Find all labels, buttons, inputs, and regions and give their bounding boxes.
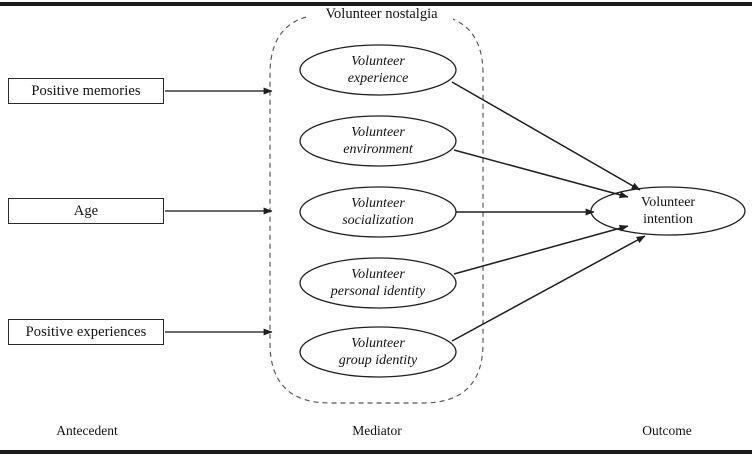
- antecedent-age[interactable]: Age: [8, 198, 164, 224]
- arrow-environment-to-intention: [453, 149, 629, 199]
- ellipse-volunteer-experience: [299, 44, 457, 96]
- arrow-personal-identity-to-intention: [453, 224, 629, 275]
- antecedent-positive-memories[interactable]: Positive memories: [8, 78, 164, 104]
- ellipse-volunteer-intention: [590, 186, 746, 236]
- column-caption-mediator: Mediator: [352, 423, 402, 438]
- antecedent-positive-experiences[interactable]: Positive experiences: [8, 319, 164, 345]
- arrow-experience-to-intention: [451, 81, 641, 191]
- ellipse-volunteer-socialization: [299, 186, 457, 238]
- top-rule: [0, 2, 752, 6]
- volunteer-nostalgia-container: [269, 13, 484, 404]
- ellipse-volunteer-group-identity: [299, 326, 457, 378]
- volunteer-nostalgia-title: Volunteer nostalgia: [310, 6, 453, 23]
- bottom-rule: [0, 450, 752, 454]
- ellipse-volunteer-environment: [299, 115, 457, 167]
- column-caption-antecedent: Antecedent: [56, 423, 118, 438]
- arrow-group-identity-to-intention: [451, 235, 646, 342]
- column-caption-outcome: Outcome: [642, 423, 692, 438]
- ellipse-volunteer-personal-identity: [299, 257, 457, 309]
